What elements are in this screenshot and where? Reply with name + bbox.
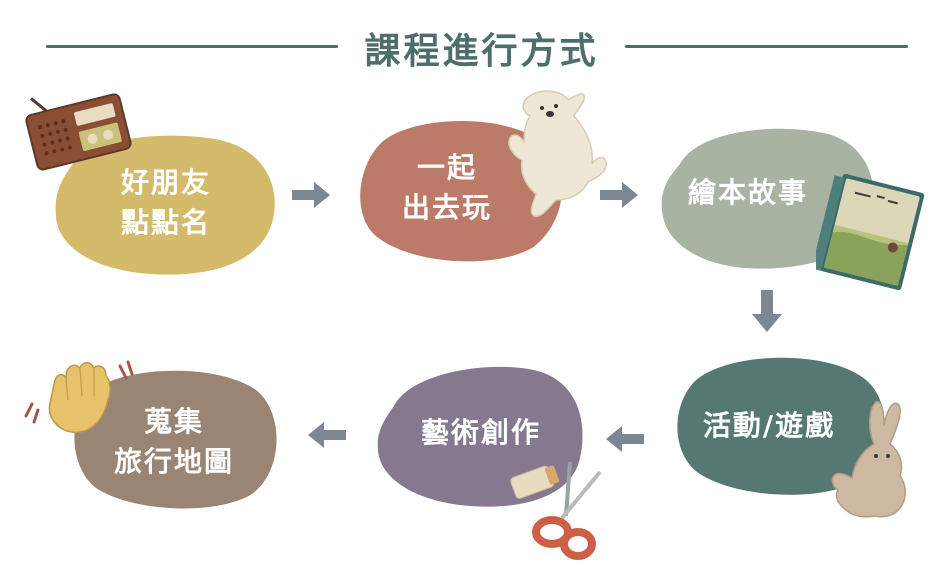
radio-icon [25,93,132,171]
title-rule-right [625,45,908,48]
step-1-line-1: 好朋友 [120,166,211,199]
rabbit-icon [831,401,906,518]
step-1-line-2: 點點名 [120,206,211,239]
step-2-line-1: 一起 [416,151,477,184]
step-4-blob [677,357,885,495]
arrow-right-icon [600,182,638,208]
scissors-icon [510,461,602,560]
step-6-blob [74,370,277,509]
step-1-label: 好朋友 點點名 [50,128,282,278]
picture-book-icon [816,173,925,291]
arrow-down-icon [752,290,782,332]
title-bar: 課程進行方式 [0,0,950,90]
step-6-label: 蒐集 旅行地圖 [66,362,282,522]
waving-hand-icon [24,360,134,434]
step-2-label: 一起 出去玩 [352,112,542,264]
arrow-right-icon [292,182,330,208]
step-4-label: 活動/遊戲 [674,346,864,506]
arrow-left-icon [308,422,346,448]
page-title: 課程進行方式 [364,31,599,72]
title-rule-left [46,45,338,48]
step-6-line-1: 蒐集 [143,405,204,438]
step-5-label: 藝術創作 [374,360,588,506]
step-3-line-1: 繪本故事 [687,176,808,209]
step-3-label: 繪本故事 [658,120,838,266]
step-4-line-1: 活動/遊戲 [702,409,836,442]
step-5-line-1: 藝術創作 [420,416,541,449]
step-2-blob [360,120,563,262]
step-6-line-2: 旅行地圖 [113,445,234,478]
polar-bear-icon [508,90,607,217]
step-2-line-2: 出去玩 [401,191,492,224]
step-1-blob [55,135,275,275]
arrow-left-icon [606,426,644,452]
